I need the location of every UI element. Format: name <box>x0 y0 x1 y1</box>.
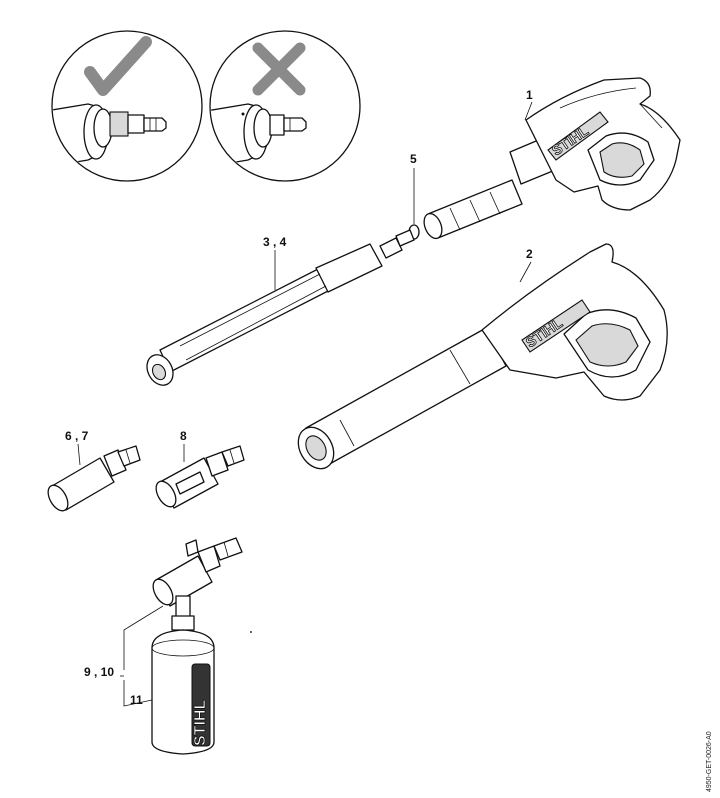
cross-icon <box>252 42 306 96</box>
callout-1: 1 <box>526 88 533 102</box>
flat-jet-nozzle <box>155 445 245 509</box>
detail-correct-connection <box>51 30 203 182</box>
stray-mark <box>250 631 252 633</box>
callout-2: 2 <box>526 247 533 261</box>
foam-bottle: STIHL <box>151 615 215 755</box>
foam-nozzle <box>152 537 243 619</box>
leader-lines <box>77 101 533 707</box>
spray-gun-upper: STIHL <box>509 77 681 211</box>
detail-incorrect-connection <box>209 30 361 182</box>
callout-5: 5 <box>410 152 417 166</box>
callout-11: 11 <box>130 693 143 707</box>
callout-8: 8 <box>180 429 187 443</box>
spray-gun-lower: STIHL <box>297 243 668 470</box>
rotary-nozzle <box>47 445 141 512</box>
lance-coupling-segment <box>423 179 523 240</box>
bottle-brand-label: STIHL <box>192 700 209 746</box>
callout-3-4: 3 , 4 <box>263 235 287 249</box>
spray-lance <box>146 229 415 386</box>
callout-9-10: 9 , 10 <box>84 665 114 679</box>
callout-6-7: 6 , 7 <box>65 429 89 443</box>
checkmark-icon <box>84 36 152 96</box>
document-id: 4950-GET-0026-A0 <box>706 731 713 792</box>
